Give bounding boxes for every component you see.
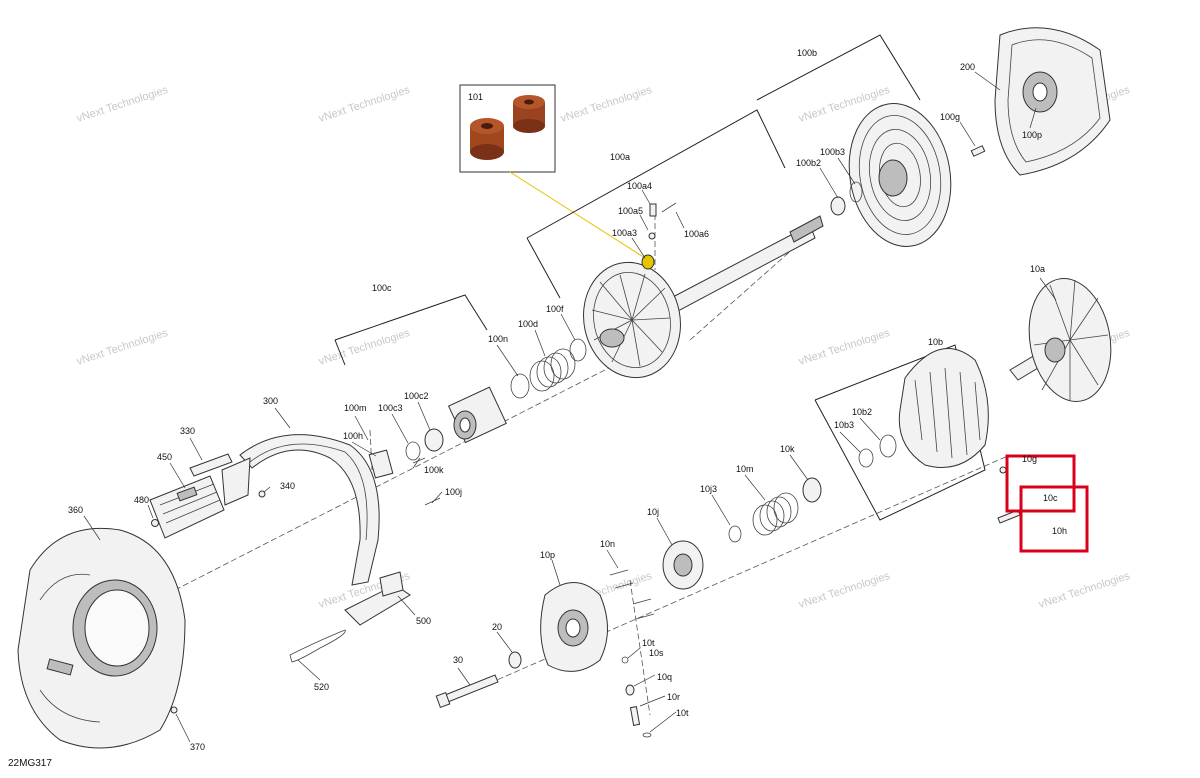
housing-360 <box>17 527 186 749</box>
watermark: vNext Technologies <box>317 84 412 125</box>
callout-450: 450 <box>157 452 172 462</box>
callout-330: 330 <box>180 426 195 436</box>
callout-10q: 10q <box>657 672 672 682</box>
callout-100a: 100a <box>610 152 630 162</box>
callout-10s: 10s <box>649 648 664 658</box>
watermark: vNext Technologies <box>559 84 654 125</box>
callout-100a6: 100a6 <box>684 229 709 239</box>
cam-100c <box>447 386 507 444</box>
callout-10g: 10g <box>1022 454 1037 464</box>
callout-100a3: 100a3 <box>612 228 637 238</box>
callout-10k: 10k <box>780 444 795 454</box>
spider-10j <box>662 540 704 590</box>
callout-100a5: 100a5 <box>618 206 643 216</box>
callout-100b2: 100b2 <box>796 158 821 168</box>
watermark: vNext Technologies <box>1037 570 1132 611</box>
spring-100d <box>529 348 576 392</box>
ring-10j3 <box>728 525 742 543</box>
leader-lines <box>83 71 1057 743</box>
callout-20: 20 <box>492 622 502 632</box>
watermark: vNext Technologies <box>797 570 892 611</box>
callout-100a4: 100a4 <box>627 181 652 191</box>
belt-guard-300 <box>221 434 380 586</box>
callout-200: 200 <box>960 62 975 72</box>
callout-100h: 100h <box>343 431 363 441</box>
callout-100c: 100c <box>372 283 392 293</box>
callout-100k: 100k <box>424 465 444 475</box>
ring-10b2 <box>879 434 897 458</box>
callout-10j: 10j <box>647 507 659 517</box>
callout-10r: 10r <box>667 692 680 702</box>
callout-360: 360 <box>68 505 83 515</box>
washer-20 <box>508 651 522 669</box>
callout-500: 500 <box>416 616 431 626</box>
callout-100m: 100m <box>344 403 367 413</box>
washer-10k <box>802 477 822 503</box>
screws-10n <box>609 569 655 620</box>
watermark: vNext Technologies <box>75 327 170 368</box>
driven-pulley-shaft <box>583 215 824 379</box>
fixed-sheave-10a <box>1009 278 1112 402</box>
callout-480: 480 <box>134 495 149 505</box>
small-parts-100 <box>368 145 986 506</box>
callout-100d: 100d <box>518 319 538 329</box>
callout-10t-upper: 10t <box>642 638 655 648</box>
callout-10c: 10c <box>1043 493 1058 503</box>
diagram-code: 22MG317 <box>8 758 52 769</box>
spring-10m <box>752 492 799 536</box>
callout-100b3: 100b3 <box>820 147 845 157</box>
bracket-500 <box>344 571 411 626</box>
roller-icon <box>470 118 504 160</box>
callout-10m: 10m <box>736 464 754 474</box>
callout-520: 520 <box>314 682 329 692</box>
callout-100c3: 100c3 <box>378 403 403 413</box>
inset-box-101: 101 <box>459 84 646 259</box>
bracket-330 <box>189 453 233 477</box>
callout-10b2: 10b2 <box>852 407 872 417</box>
callout-10p: 10p <box>540 550 555 560</box>
callout-10t-lower: 10t <box>676 708 689 718</box>
group-brackets: 100a 100b 100c 10b <box>334 34 986 521</box>
fixed-sheave-100b <box>848 103 952 247</box>
callout-30: 30 <box>453 655 463 665</box>
screw-340 <box>258 490 266 498</box>
highlight-box-10c <box>1019 485 1089 553</box>
bolt-30 <box>435 674 499 708</box>
callout-labels: 100a4 100a5 100a6 100a3 100b2 100b3 100g… <box>68 62 1067 752</box>
watermark: vNext Technologies <box>317 327 412 368</box>
callout-10a: 10a <box>1030 264 1045 274</box>
callout-300: 300 <box>263 396 278 406</box>
cover-200 <box>994 27 1111 176</box>
highlight-box-10g <box>1005 454 1076 513</box>
callout-10n: 10n <box>600 539 615 549</box>
ring-10b3 <box>858 448 874 468</box>
callout-370: 370 <box>190 742 205 752</box>
movable-sheave-10b <box>898 347 989 468</box>
callout-10j3: 10j3 <box>700 484 717 494</box>
callout-340: 340 <box>280 481 295 491</box>
callout-100c2: 100c2 <box>404 391 429 401</box>
callout-10b3: 10b3 <box>834 420 854 430</box>
callout-101: 101 <box>468 92 483 102</box>
callout-10h: 10h <box>1052 526 1067 536</box>
assembly-axes <box>174 205 1011 716</box>
roller-icon <box>513 95 545 133</box>
screw-480 <box>151 519 159 527</box>
governor-cup-10p <box>540 582 608 672</box>
callout-100b: 100b <box>797 48 817 58</box>
mesh-panel-450 <box>149 475 225 539</box>
watermark: vNext Technologies <box>75 84 170 125</box>
callout-100n: 100n <box>488 334 508 344</box>
hose-520 <box>289 629 346 663</box>
callout-100p: 100p <box>1022 130 1042 140</box>
callout-100j: 100j <box>445 487 462 497</box>
callout-100g: 100g <box>940 112 960 122</box>
callout-10b: 10b <box>928 337 943 347</box>
watermark: vNext Technologies <box>797 327 892 368</box>
callout-100f: 100f <box>546 304 564 314</box>
